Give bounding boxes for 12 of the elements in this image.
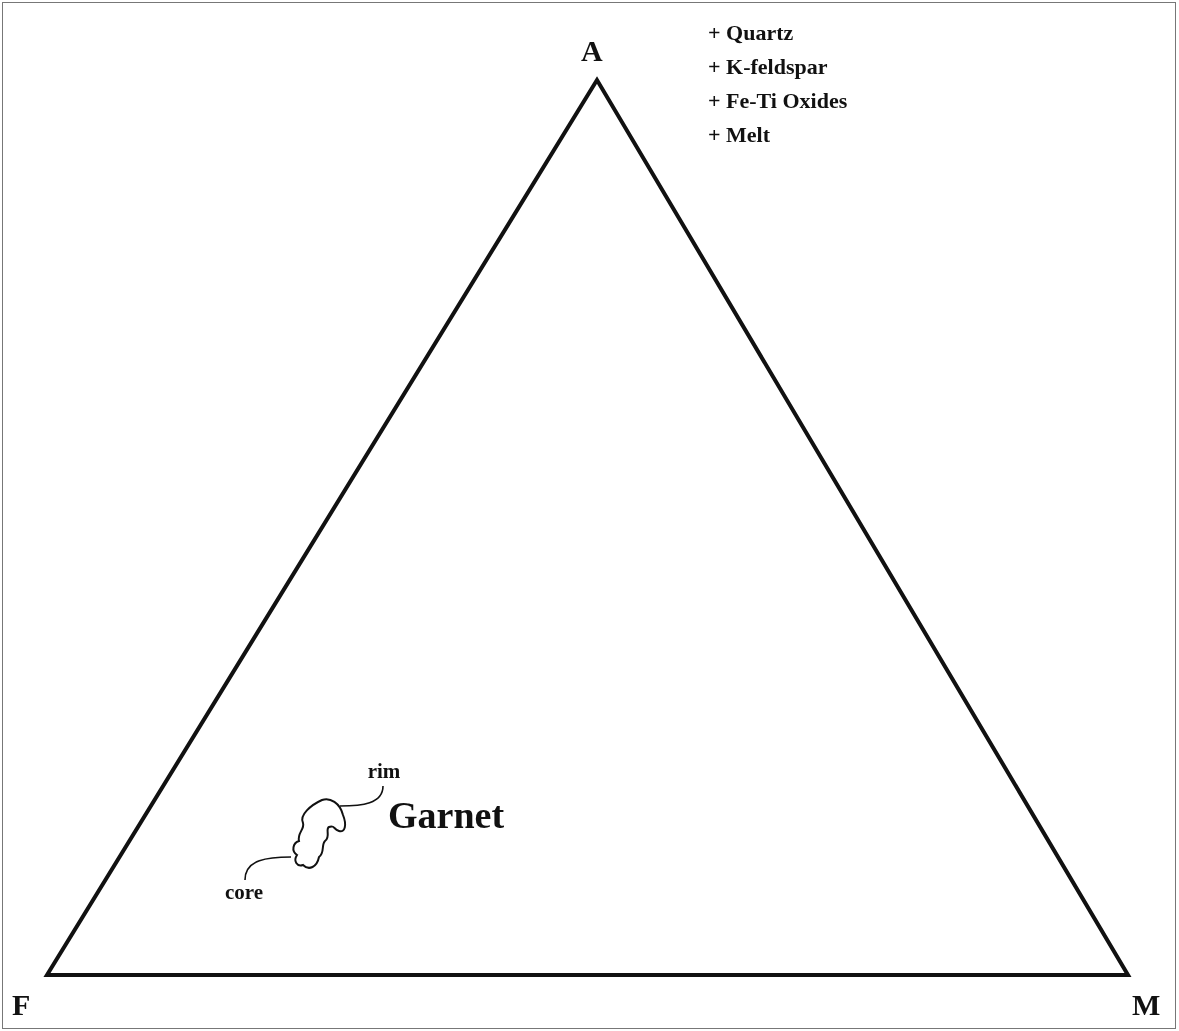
- mineral-label: + Melt: [708, 124, 770, 146]
- vertex-label: F: [12, 990, 31, 1020]
- vertex-label: M: [1132, 990, 1161, 1020]
- leader-line: [244, 856, 292, 881]
- vertex-label: A: [581, 36, 603, 66]
- leader-line: [339, 785, 384, 807]
- leader-label: rim: [362, 758, 406, 786]
- mineral-label: + Quartz: [708, 22, 794, 44]
- mineral-label: + K-feldspar: [708, 56, 828, 78]
- mineral-label: + Fe-Ti Oxides: [708, 90, 848, 112]
- leader-label: core: [214, 879, 274, 907]
- field-label: Garnet: [388, 796, 505, 834]
